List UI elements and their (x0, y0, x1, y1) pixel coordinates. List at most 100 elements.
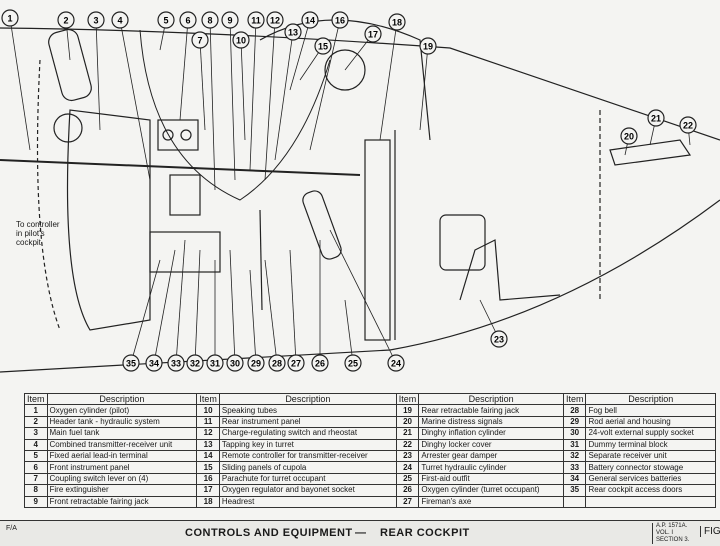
callout-circle (87, 11, 105, 29)
item-number: 3 (24, 427, 48, 440)
item-number: 27 (395, 495, 420, 508)
callout-number: 16 (335, 16, 345, 26)
callout-4: 4 (111, 11, 129, 29)
item-number: 7 (24, 472, 48, 486)
callout-34: 34 (145, 354, 163, 372)
item-description: Parachute for turret occupant (218, 472, 397, 486)
callout-31: 31 (206, 354, 224, 372)
item-description: Dinghy locker cover (418, 438, 564, 451)
callout-2: 2 (57, 11, 75, 29)
item-number: 19 (395, 404, 420, 417)
description-header: Description (418, 392, 564, 406)
callout-27: 27 (287, 354, 305, 372)
callout-15: 15 (314, 37, 332, 55)
sheet-mark: F/A (6, 525, 17, 532)
leader-line (9, 17, 31, 151)
item-description: Fixed aerial lead-in terminal (46, 449, 198, 463)
leader-line (175, 239, 186, 364)
callout-circle (57, 11, 75, 29)
item-number: 31 (562, 438, 587, 451)
item-number: 10 (196, 404, 220, 417)
item-number: 15 (196, 461, 220, 474)
item-number: 2 (24, 415, 48, 429)
item-description: Charge-regulating switch and rheostat (218, 427, 397, 440)
item-description: Fog bell (585, 404, 716, 417)
leader-line (344, 299, 354, 364)
item-number: 34 (562, 472, 587, 486)
title-dash: — (355, 527, 366, 539)
item-description: Sliding panels of cupola (218, 461, 397, 474)
callout-22: 22 (679, 116, 697, 134)
item-header: Item (395, 392, 420, 406)
item-description: Headrest (218, 495, 397, 508)
leader-line (379, 21, 398, 141)
item-number: 23 (395, 449, 420, 463)
callout-16: 16 (331, 11, 349, 29)
item-number: 35 (562, 484, 587, 497)
item-description: Rear instrument panel (218, 415, 397, 429)
drawing-title: CONTROLS AND EQUIPMENT (185, 527, 353, 539)
callout-circle (145, 354, 163, 372)
callout-circle (490, 330, 508, 348)
callout-circle (186, 354, 204, 372)
callout-8: 8 (201, 11, 219, 29)
item-description: Separate receiver unit (585, 449, 716, 463)
item-description: Rear cockpit access doors (585, 484, 716, 497)
item-number: 29 (562, 415, 587, 429)
callout-number: 22 (683, 121, 693, 131)
callout-circle (247, 354, 265, 372)
callout-17: 17 (364, 25, 382, 43)
callout-number: 20 (624, 132, 634, 142)
item-number: 12 (196, 427, 220, 440)
leader-line (419, 45, 429, 131)
callout-number: 17 (368, 30, 378, 40)
leader-line (199, 39, 206, 131)
leader-line (264, 259, 278, 364)
empty-cell (585, 495, 716, 508)
callout-9: 9 (221, 11, 239, 29)
item-description: Turret hydraulic cylinder (418, 461, 564, 474)
item-number: 30 (562, 427, 587, 440)
item-number: 28 (562, 404, 587, 417)
item-number: 20 (395, 415, 420, 429)
item-number: 18 (196, 495, 220, 508)
callout-number: 18 (392, 18, 402, 28)
callout-number: 32 (190, 359, 200, 369)
callout-18: 18 (388, 13, 406, 31)
callout-6: 6 (179, 11, 197, 29)
callout-circle (311, 354, 329, 372)
callout-13: 13 (284, 23, 302, 41)
callout-circle (301, 11, 319, 29)
callout-circle (364, 25, 382, 43)
callout-35: 35 (122, 354, 140, 372)
callout-number: 2 (63, 16, 68, 26)
callout-number: 1 (7, 14, 12, 24)
leader-line (130, 259, 161, 364)
item-number: 16 (196, 472, 220, 486)
leader-line (264, 19, 276, 181)
item-number: 1 (24, 404, 48, 417)
callout-circle (206, 354, 224, 372)
item-description: Battery connector stowage (585, 461, 716, 474)
leader-line (249, 269, 257, 364)
callout-circle (344, 354, 362, 372)
item-number: 22 (395, 438, 420, 451)
publication-reference: A.P. 1571A. VOL. I SECTION 3. (652, 523, 700, 544)
callout-number: 7 (197, 36, 202, 46)
callout-circle (221, 11, 239, 29)
item-description: Fire extinguisher (46, 484, 198, 497)
callout-19: 19 (419, 37, 437, 55)
callout-24: 24 (387, 354, 405, 372)
callout-circle (419, 37, 437, 55)
callout-5: 5 (157, 11, 175, 29)
callout-number: 12 (270, 16, 280, 26)
